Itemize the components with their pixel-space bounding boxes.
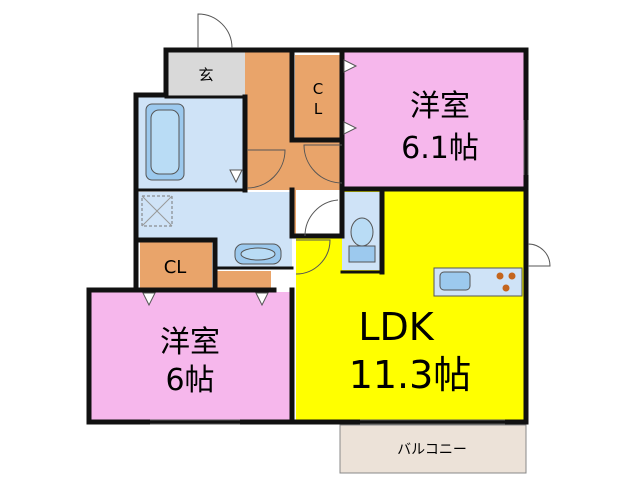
closet-door-marker xyxy=(142,292,156,307)
western-room-2 xyxy=(91,292,291,420)
washroom xyxy=(138,192,292,240)
balcony-label: バルコニー xyxy=(397,442,467,458)
stove-burner xyxy=(508,272,516,280)
closet-1 xyxy=(295,55,342,140)
entrance-label: 玄 xyxy=(198,66,213,84)
stove-burner xyxy=(502,284,510,292)
bathtub-inner xyxy=(150,109,180,175)
western-room-2-name: 洋室 xyxy=(160,325,220,360)
entrance-door xyxy=(197,13,233,49)
closet-1-label-l: L xyxy=(314,100,323,118)
bath-door xyxy=(246,149,286,189)
entrance xyxy=(168,52,245,97)
side-door xyxy=(527,243,551,267)
closet-door-marker xyxy=(343,59,358,73)
closet-2-label: CL xyxy=(164,257,187,278)
toilet-bowl xyxy=(350,217,374,247)
corridor-door xyxy=(303,144,343,184)
kitchen-sink xyxy=(439,271,471,291)
stove-burner xyxy=(496,272,504,280)
closet-2 xyxy=(140,240,212,290)
ldk-size: 11.3帖 xyxy=(349,353,472,397)
laundry-mark xyxy=(141,195,173,227)
toilet-tank xyxy=(348,245,376,263)
western-room-2-size: 6帖 xyxy=(165,363,214,398)
closet-door-marker xyxy=(255,292,269,307)
western-room-1 xyxy=(342,52,524,189)
balcony xyxy=(339,424,527,474)
western-room-1-name: 洋室 xyxy=(410,89,470,124)
ldk-door xyxy=(295,239,331,275)
vanity-sink xyxy=(240,247,276,261)
western-room-1-size: 6.1帖 xyxy=(401,131,479,166)
closet-door-marker xyxy=(229,169,243,184)
closet-2-extension xyxy=(215,271,271,291)
corridor xyxy=(245,52,342,236)
closet-1-label-c: C xyxy=(313,80,323,98)
closet-door-marker xyxy=(343,121,358,135)
toilet-door xyxy=(304,199,339,237)
ldk-name: LDK xyxy=(358,305,434,349)
laundry-space xyxy=(141,195,173,227)
